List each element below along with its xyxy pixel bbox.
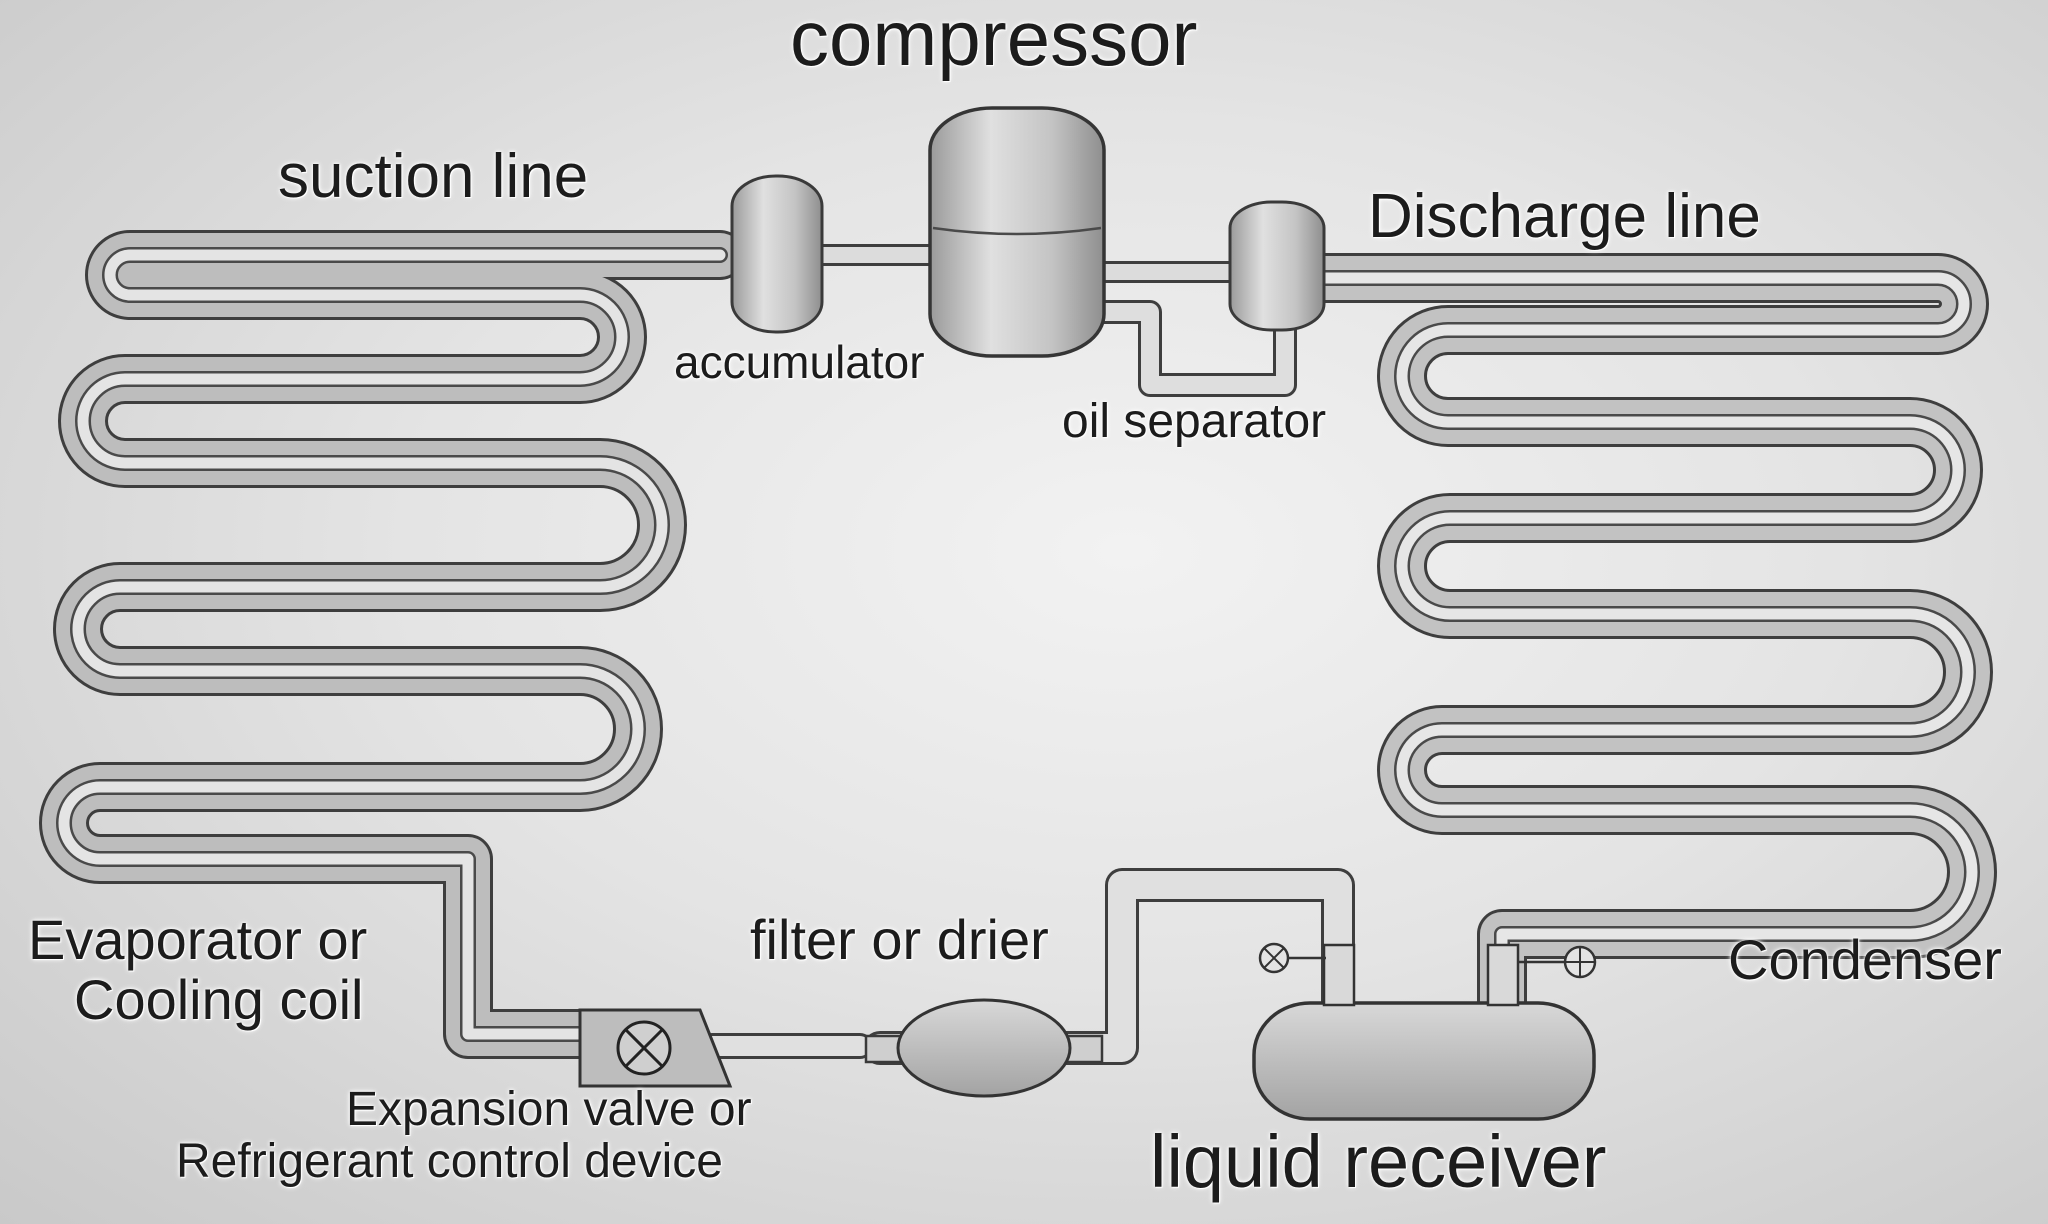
compressor-body: [928, 106, 1106, 358]
evaporator-label-line1: Evaporator or: [28, 908, 368, 971]
filter-drier-label: filter or drier: [750, 908, 1049, 971]
evaporator-label-line2: Cooling coil: [74, 968, 364, 1032]
expansion-valve-label-line1: Expansion valve or: [346, 1083, 752, 1136]
expansion-valve-label-line2: Refrigerant control device: [176, 1134, 723, 1188]
evaporator-coil: [39, 230, 745, 1059]
liquid-receiver-tank: [1252, 942, 1597, 1121]
compressor-pipes: [807, 244, 1297, 397]
expansion-valve: [578, 1008, 733, 1088]
compressor-label: compressor: [790, 0, 1198, 82]
filter-drier: [864, 998, 1104, 1098]
oil-separator-label: oil separator: [1062, 395, 1327, 448]
suction-line-label: suction line: [278, 142, 589, 211]
condenser-label: Condenser: [1728, 928, 2002, 991]
accumulator-vessel: [730, 174, 824, 334]
evaporator-label: Evaporator or Cooling coil: [28, 908, 368, 1032]
discharge-line-label: Discharge line: [1368, 182, 1761, 251]
liquid-receiver-label: liquid receiver: [1150, 1120, 1607, 1203]
oil-separator-vessel: [1228, 200, 1326, 332]
condenser-coil: [1295, 253, 1997, 1027]
accumulator-label: accumulator: [674, 336, 925, 388]
expansion-valve-label: Expansion valve or Refrigerant control d…: [176, 1084, 752, 1188]
